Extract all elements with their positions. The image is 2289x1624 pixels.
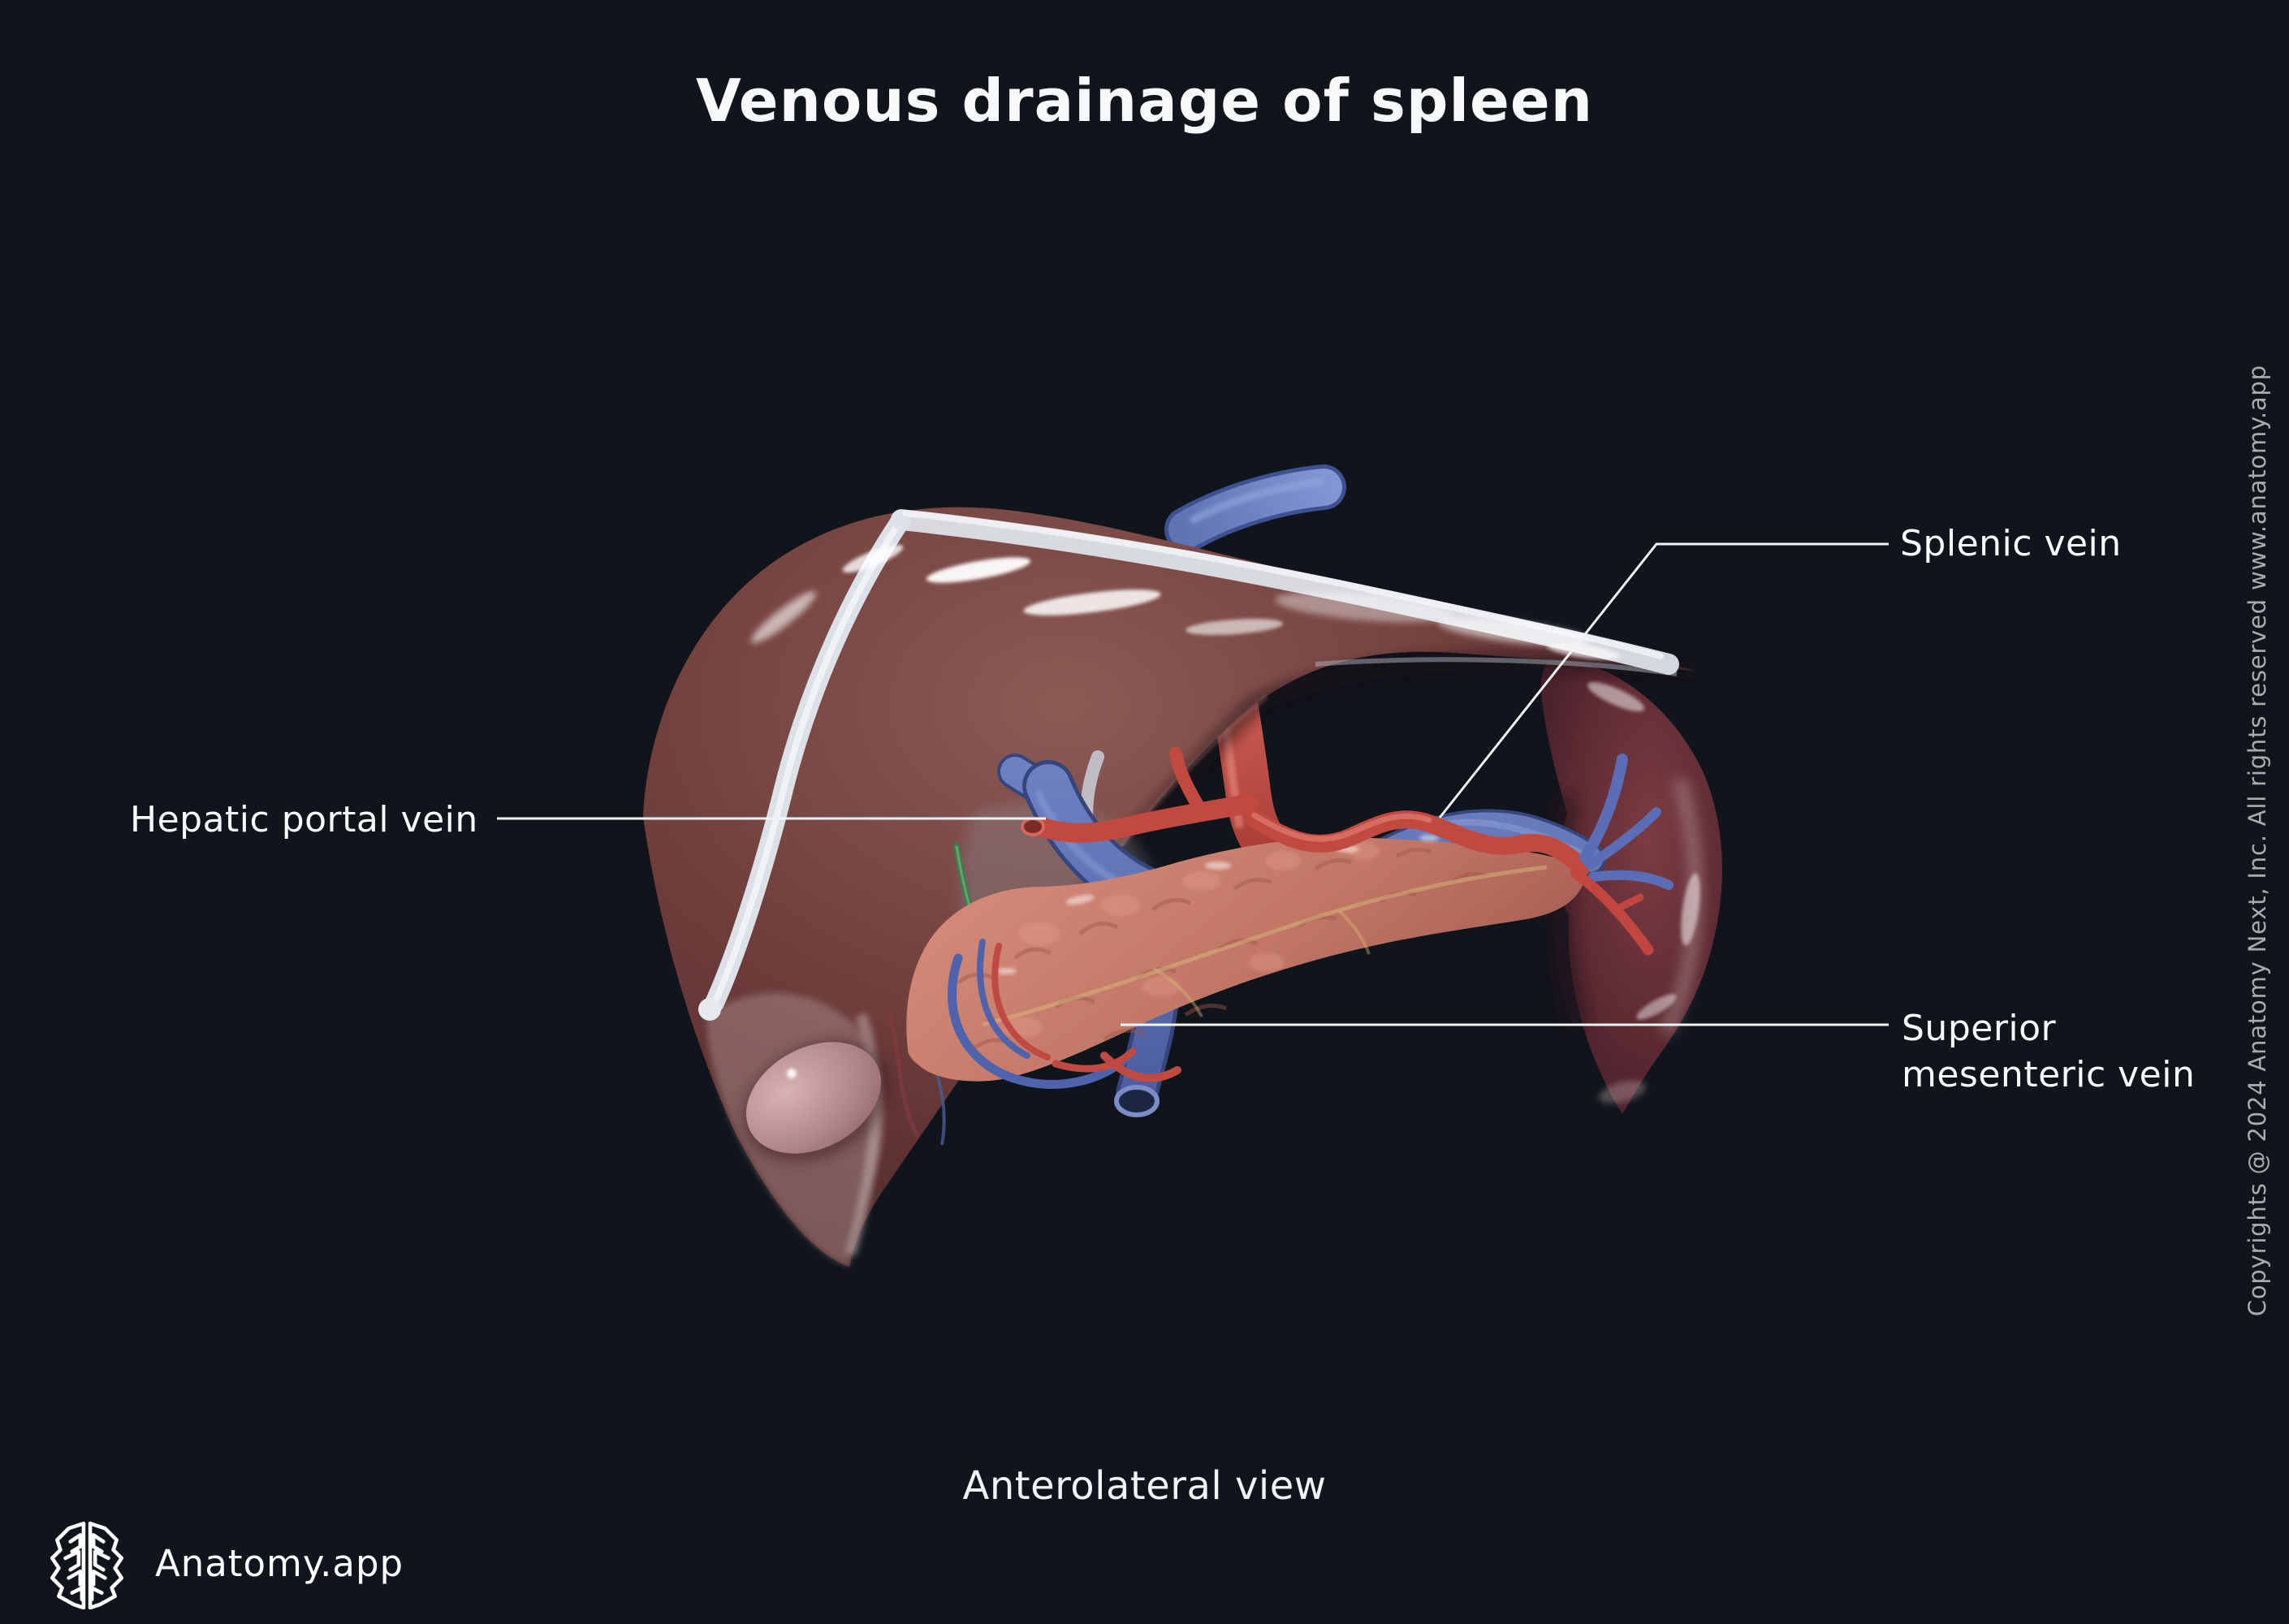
label-hepatic-portal-vein: Hepatic portal vein — [130, 799, 478, 840]
brand-lockup: Anatomy.app — [45, 1517, 404, 1609]
liver-gloss-highlights — [751, 544, 1620, 660]
celiac-hepatic-artery-illustration — [1021, 747, 1258, 843]
brand-name: Anatomy.app — [155, 1541, 404, 1585]
spleen-illustration — [1540, 658, 1722, 1114]
leader-line-splenic-vein — [1438, 542, 1889, 818]
splenic-hilum-vessels — [1570, 754, 1674, 956]
gallbladder-illustration — [743, 1039, 891, 1163]
label-splenic-vein: Splenic vein — [1900, 523, 2122, 564]
pancreas-illustration — [906, 835, 1585, 1082]
view-orientation-label: Anterolateral view — [962, 1463, 1327, 1509]
anatomy-logo-icon — [50, 1521, 124, 1609]
artery-cut-end — [1021, 817, 1045, 836]
inferior-vena-cava-illustration — [1164, 464, 1346, 552]
pancreatic-head-vessel-mesh — [948, 939, 1181, 1089]
pancreatic-duct-lines — [982, 865, 1548, 1027]
smv-cut-end — [1114, 1085, 1160, 1117]
liver-illustration — [643, 507, 1696, 1267]
copyright-sidebar-text: Copyrights @ 2024 Anatomy Next, Inc. All… — [2244, 365, 2271, 1317]
label-superior-mesenteric-vein: Superior mesenteric vein — [1902, 1008, 2196, 1095]
splenic-artery-illustration — [1246, 810, 1591, 876]
pancreas-bump-highlights — [1004, 842, 1380, 1038]
page-title: Venous drainage of spleen — [696, 67, 1593, 135]
